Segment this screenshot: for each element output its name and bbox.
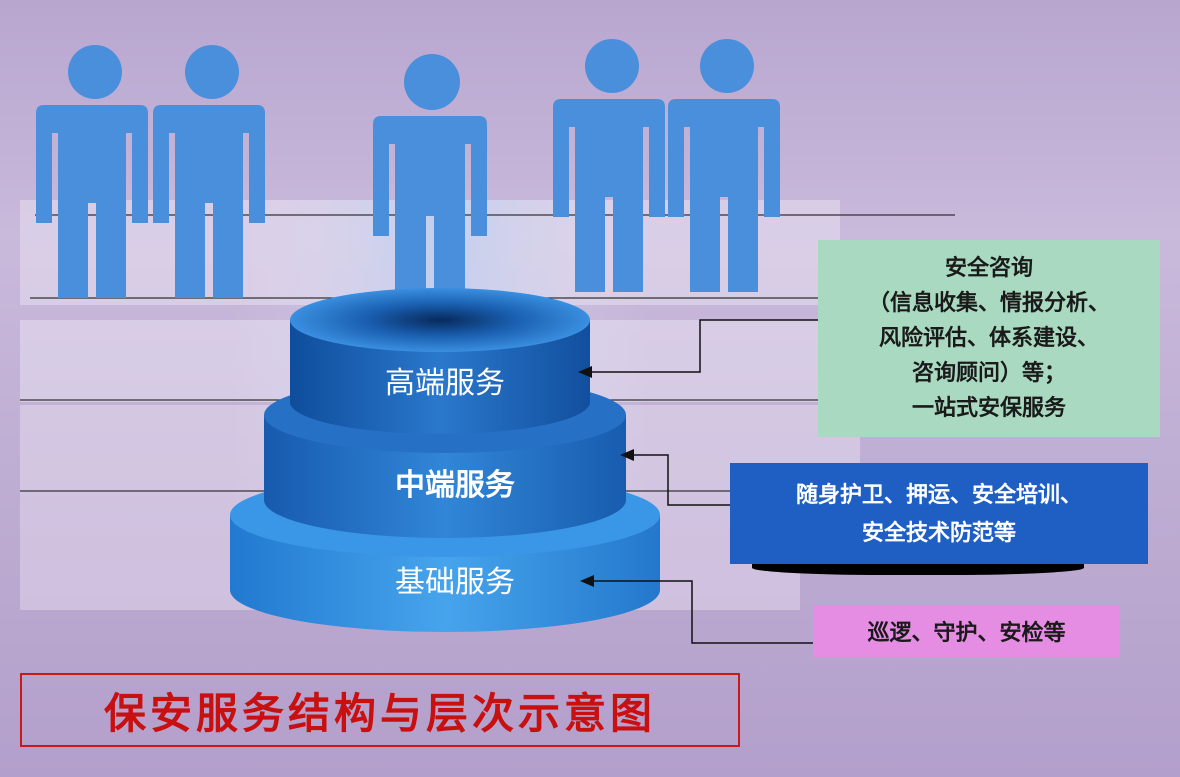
description-line: 咨询顾问）等； [911, 360, 1066, 386]
description-line: 一站式安保服务 [911, 395, 1066, 421]
description-line: 随身护卫、押运、安全培训、 [795, 481, 1082, 508]
arrowheads [578, 366, 634, 587]
tier-high [290, 288, 590, 434]
tier-mid-label: 中端服务 [395, 468, 515, 503]
person-icon [36, 45, 148, 298]
connector-mid [628, 454, 730, 506]
people-group [36, 39, 780, 314]
consulting-description-box: 安全咨询 （信息收集、情报分析、 风险评估、体系建设、 咨询顾问）等； 一站式安… [818, 240, 1160, 437]
description-line: 巡逻、守护、安检等 [867, 620, 1066, 646]
description-line: 安全技术防范等 [861, 519, 1016, 546]
person-icon [153, 45, 265, 298]
tier-high-label: 高端服务 [385, 366, 505, 401]
mid-service-description-box: 随身护卫、押运、安全培训、 安全技术防范等 [730, 463, 1148, 564]
description-line: 风险评估、体系建设、 [878, 325, 1099, 351]
description-line: （信息收集、情报分析、 [867, 290, 1110, 316]
tier-basic-label: 基础服务 [395, 565, 515, 600]
person-icon [668, 39, 780, 292]
description-line: 安全咨询 [944, 255, 1033, 281]
basic-service-description-box: 巡逻、守护、安检等 [813, 605, 1120, 657]
person-icon [373, 54, 487, 314]
diagram-title-frame: 保安服务结构与层次示意图 [20, 673, 740, 747]
connector-arrows [588, 319, 818, 644]
arrow-icon [620, 449, 634, 461]
diagram-title: 保安服务结构与层次示意图 [103, 688, 656, 738]
person-icon [553, 39, 665, 292]
connector-high [590, 319, 818, 373]
arrow-icon [578, 366, 592, 378]
arrow-icon [580, 575, 594, 587]
connector-basic [588, 580, 813, 644]
